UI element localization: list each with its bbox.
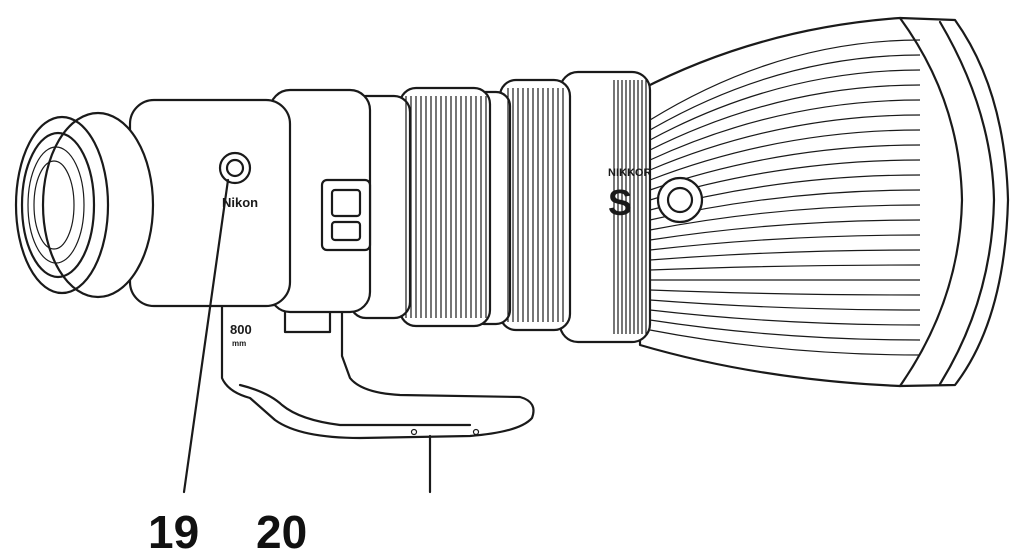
focal-unit-marking: mm [232, 339, 246, 348]
s-line-mark: S [608, 182, 632, 223]
lens-hood [638, 16, 1010, 388]
focal-length-marking: 800 [230, 322, 252, 337]
lens-mount [14, 111, 155, 299]
callout-19: 19 [148, 506, 199, 558]
tripod-foot [220, 303, 535, 440]
callout-20: 20 [256, 506, 307, 558]
lock-switch [320, 178, 372, 252]
leader-line-19 [182, 178, 230, 494]
series-marking: NIKKOR [608, 167, 651, 179]
tripod-collar-knob [656, 176, 704, 224]
lens-barrel [128, 70, 652, 344]
brand-marking: Nikon [222, 195, 258, 210]
function-button [218, 151, 252, 185]
